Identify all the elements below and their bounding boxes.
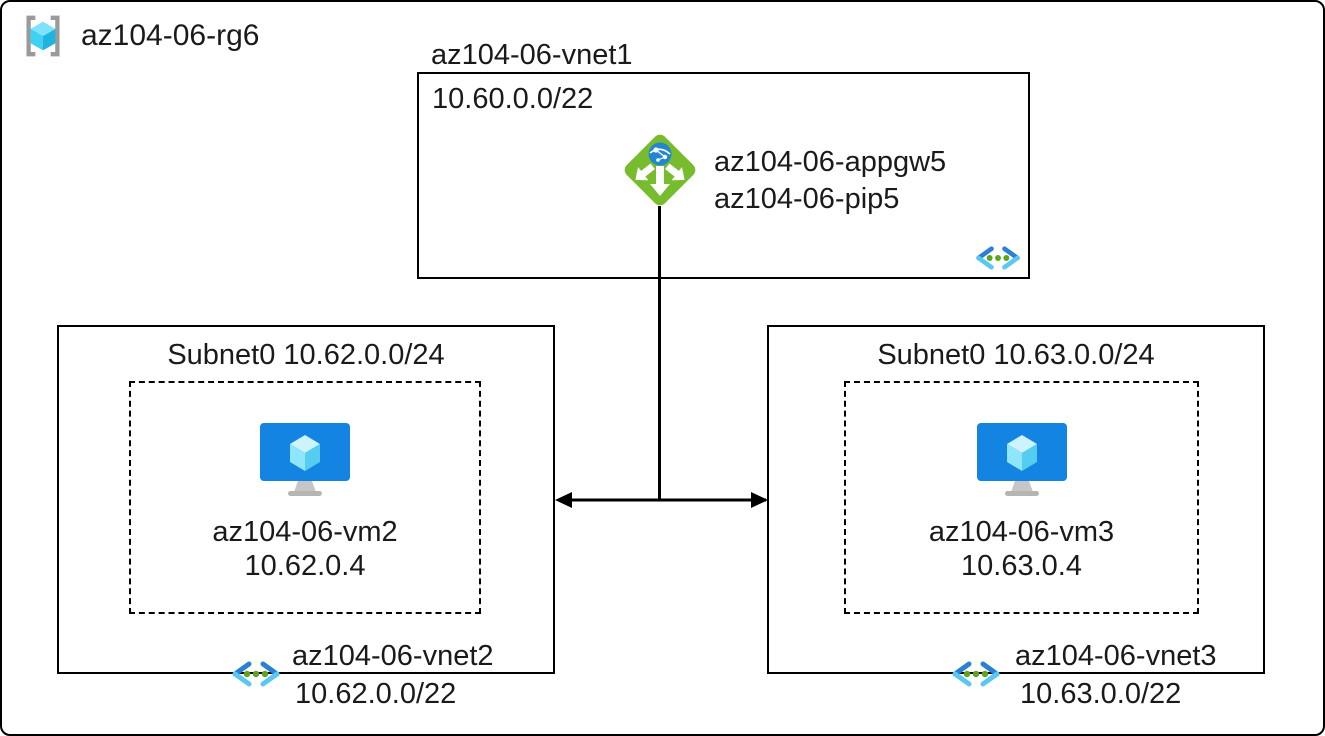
subnet0-right-title: Subnet0 10.63.0.0/24 bbox=[877, 339, 1155, 371]
vnet2-cidr: 10.62.0.0/22 bbox=[295, 678, 457, 710]
virtual-machine-icon bbox=[260, 423, 350, 496]
app-gateway-labels: az104-06-appgw5 az104-06-pip5 bbox=[714, 144, 946, 218]
appgw-name: az104-06-appgw5 bbox=[714, 146, 947, 178]
virtual-network-icon bbox=[952, 661, 1000, 687]
virtual-network-icon bbox=[976, 246, 1020, 270]
vnet3-name: az104-06-vnet3 bbox=[1015, 640, 1217, 672]
resource-group-icon bbox=[26, 15, 60, 57]
resource-group-label: az104-06-rg6 bbox=[81, 19, 260, 52]
vnet2-box: Subnet0 10.62.0.0/24 az104-06-vm2 10.62.… bbox=[57, 325, 555, 710]
vnet1-title: az104-06-vnet1 bbox=[431, 39, 633, 71]
vnet1-cidr: 10.60.0.0/22 bbox=[432, 83, 594, 115]
pip-name: az104-06-pip5 bbox=[714, 183, 900, 215]
virtual-network-icon bbox=[232, 661, 280, 687]
vnet3-cidr: 10.63.0.0/22 bbox=[1020, 678, 1182, 710]
virtual-machine-icon bbox=[976, 423, 1067, 496]
vnet2-name: az104-06-vnet2 bbox=[292, 640, 494, 672]
vm2-name: az104-06-vm2 bbox=[212, 516, 398, 548]
subnet0-right-box: az104-06-vm3 10.63.0.4 bbox=[844, 381, 1199, 614]
resource-group-header: az104-06-rg6 bbox=[20, 13, 259, 59]
application-gateway-icon bbox=[624, 134, 696, 206]
subnet0-left-title: Subnet0 10.62.0.0/24 bbox=[167, 339, 445, 371]
subnet0-left-box: az104-06-vm2 10.62.0.4 bbox=[129, 381, 481, 614]
vm3-name: az104-06-vm3 bbox=[928, 516, 1115, 548]
vnet3-box: Subnet0 10.63.0.0/24 az104-06-vm3 10.63.… bbox=[767, 325, 1265, 710]
vm2-ip: 10.62.0.4 bbox=[244, 550, 366, 582]
vnet1-box: 10.60.0.0/22 az104-06-appgw5 az104-06-pi… bbox=[417, 72, 1030, 279]
vm3-ip: 10.63.0.4 bbox=[961, 550, 1082, 582]
